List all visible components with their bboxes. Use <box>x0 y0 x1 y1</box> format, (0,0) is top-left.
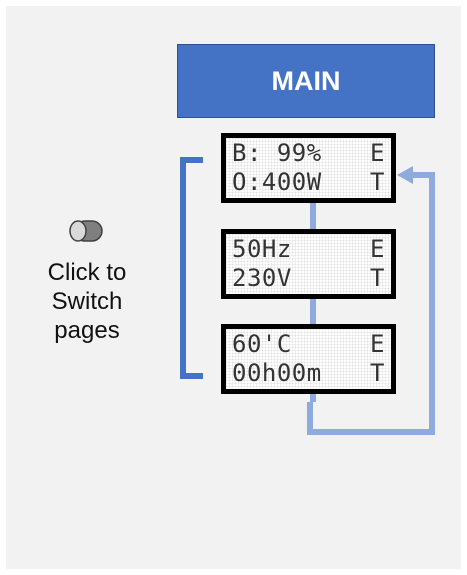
loop-arrow-line <box>307 172 435 435</box>
main-label: MAIN <box>271 65 341 96</box>
lcd-text: 00h00m <box>232 359 322 387</box>
lcd-mark: T <box>370 264 385 292</box>
toggle-switch-icon[interactable] <box>68 220 104 242</box>
lcd-mark: E <box>370 330 385 358</box>
switch-line: pages <box>54 317 120 344</box>
lcd-mark: E <box>370 139 385 167</box>
main-header-box: MAIN <box>177 44 435 118</box>
lcd-screen: B: 99% E O:400W T <box>226 138 391 198</box>
lcd-text: 50Hz <box>232 235 292 263</box>
lcd-text: 230V <box>232 264 292 292</box>
lcd-text: 60'C <box>232 330 292 358</box>
switch-line: Switch <box>51 288 123 315</box>
lcd-line-2: O:400W T <box>232 168 385 197</box>
lcd-page-1: B: 99% E O:400W T <box>221 133 396 203</box>
lcd-page-3: 60'C E 00h00m T <box>221 324 396 394</box>
switch-instruction: Click to Switch pages <box>22 258 152 345</box>
lcd-screen: 50Hz E 230V T <box>226 234 391 294</box>
lcd-line-1: 50Hz E <box>232 235 385 264</box>
lcd-mark: T <box>370 168 385 196</box>
lcd-line-1: B: 99% E <box>232 139 385 168</box>
lcd-text: O:400W <box>232 168 322 196</box>
lcd-mark: T <box>370 359 385 387</box>
lcd-line-2: 230V T <box>232 264 385 293</box>
lcd-screen: 60'C E 00h00m T <box>226 329 391 389</box>
switch-line: Click to <box>47 259 127 286</box>
lcd-mark: E <box>370 235 385 263</box>
lcd-line-1: 60'C E <box>232 330 385 359</box>
lcd-page-2: 50Hz E 230V T <box>221 229 396 299</box>
loop-arrowhead-icon <box>397 166 413 184</box>
lcd-line-2: 00h00m T <box>232 359 385 388</box>
pages-bracket <box>180 157 203 379</box>
lcd-text: B: 99% <box>232 139 322 167</box>
